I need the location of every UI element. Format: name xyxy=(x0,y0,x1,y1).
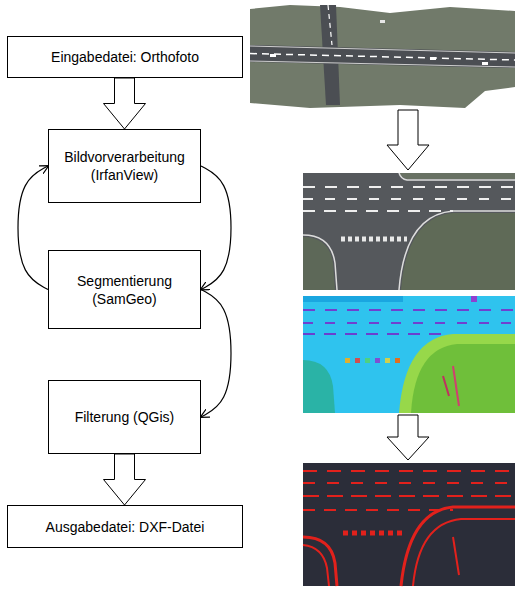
filtered-marking xyxy=(401,507,515,586)
block-arrow xyxy=(104,454,146,505)
filtered-marking xyxy=(303,537,337,586)
process-box: Eingabedatei: Orthofoto xyxy=(7,36,243,78)
road-edge-line xyxy=(399,173,515,180)
curved-arrow xyxy=(201,290,231,418)
segment-marking xyxy=(443,376,449,396)
box-label: Eingabedatei: Orthofoto xyxy=(51,48,199,66)
segment-square xyxy=(345,358,350,363)
segment-square xyxy=(471,296,477,302)
segmentation-image xyxy=(303,296,515,413)
curved-arrow xyxy=(201,166,231,290)
process-box: Filterung (QGis) xyxy=(48,380,201,454)
lane-marking xyxy=(303,186,515,188)
vehicle xyxy=(482,62,488,65)
segment-area xyxy=(303,296,515,413)
road-surface xyxy=(303,173,515,290)
field-area xyxy=(399,173,515,179)
filtered-marking xyxy=(453,537,459,575)
vehicle xyxy=(380,20,385,23)
filtered-marking xyxy=(303,470,515,472)
curved-arrow xyxy=(18,166,48,290)
segment-square xyxy=(365,358,370,363)
segment-square xyxy=(355,358,360,363)
vehicle xyxy=(430,57,436,60)
vehicle xyxy=(270,54,276,57)
block-arrow xyxy=(387,415,429,460)
filtered-marking xyxy=(343,531,403,536)
block-arrow xyxy=(104,78,146,129)
segment-area xyxy=(411,344,515,413)
road-surface xyxy=(250,45,515,68)
process-box: Bildvorverarbeitung (IrfanView) xyxy=(48,129,201,203)
filtered-marking xyxy=(303,482,515,484)
crosswalk-marking xyxy=(341,237,407,242)
segment-area xyxy=(303,360,335,413)
box-label: Segmentierung (SamGeo) xyxy=(55,272,194,308)
segment-area xyxy=(303,296,403,302)
filtered-image xyxy=(303,463,515,586)
segment-marking xyxy=(303,333,443,335)
segment-area xyxy=(399,334,515,413)
lane-marking xyxy=(303,198,515,200)
field-area xyxy=(401,213,515,290)
segment-square xyxy=(395,358,400,363)
box-label: Filterung (QGis) xyxy=(75,408,175,426)
lane-marking xyxy=(303,210,453,212)
process-box: Ausgabedatei: DXF-Datei xyxy=(7,505,243,548)
block-arrow xyxy=(387,110,429,170)
filtered-marking xyxy=(413,519,515,586)
filtered-marking xyxy=(303,495,515,497)
filtered-marking xyxy=(303,545,329,586)
box-label: Ausgabedatei: DXF-Datei xyxy=(46,518,205,536)
box-label: Bildvorverarbeitung (IrfanView) xyxy=(55,148,194,184)
road-edge-line xyxy=(250,46,515,53)
preprocessed-image xyxy=(303,173,515,290)
road-edge-line xyxy=(399,211,515,290)
road-edge-line xyxy=(250,61,515,67)
lane-marking xyxy=(328,5,332,45)
orthophoto-image xyxy=(250,5,515,108)
filtered-marking xyxy=(303,509,453,511)
segment-square xyxy=(385,358,390,363)
image-background xyxy=(303,463,515,586)
segment-marking xyxy=(453,366,459,406)
field-area xyxy=(303,237,335,290)
segment-marking xyxy=(303,309,515,311)
connector-layer xyxy=(18,78,231,505)
segment-square xyxy=(375,358,380,363)
field-area xyxy=(250,5,515,108)
process-box: Segmentierung (SamGeo) xyxy=(48,250,201,329)
segment-marking xyxy=(303,322,515,324)
road-edge-line xyxy=(303,235,337,290)
lane-marking xyxy=(250,54,515,61)
